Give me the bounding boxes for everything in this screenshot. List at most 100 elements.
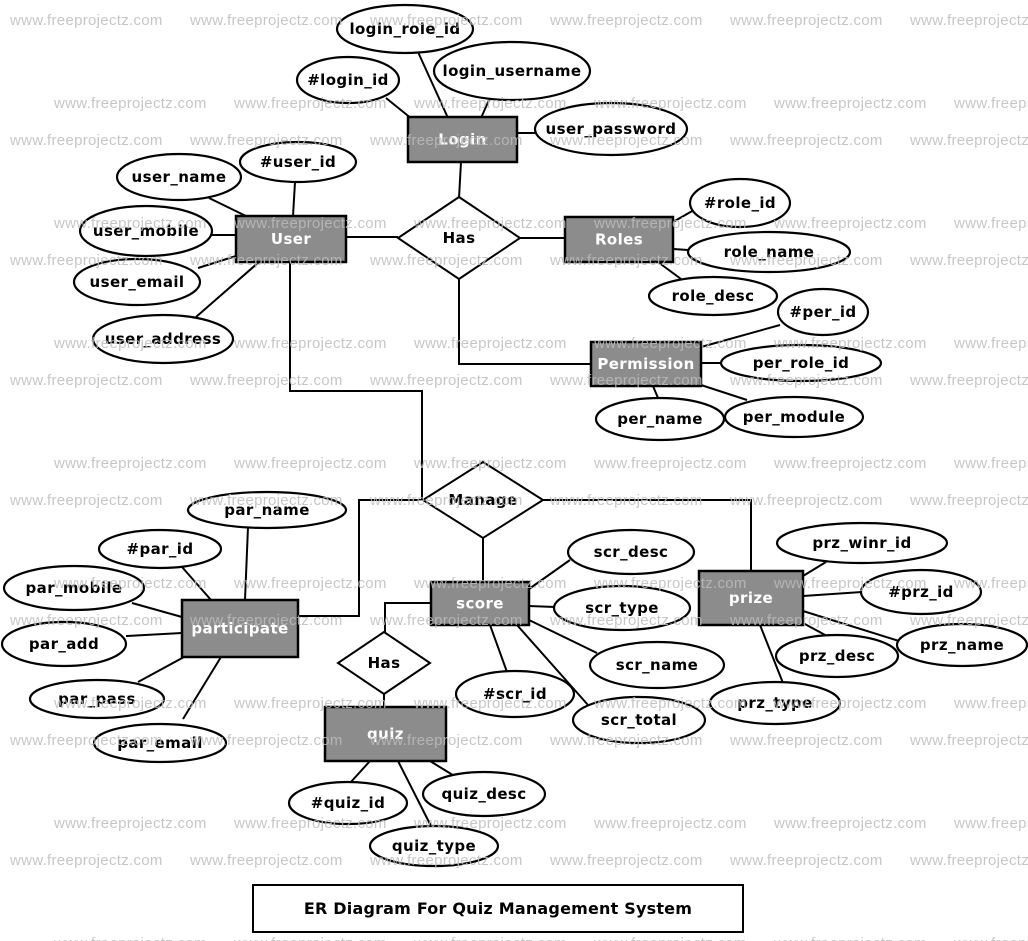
attribute-prz-desc [774, 633, 900, 679]
attribute-label-per-name: per_name [617, 410, 703, 428]
entity-prize [697, 569, 805, 627]
attribute-quiz-desc [421, 770, 547, 818]
attribute-prz-name [895, 622, 1028, 668]
attribute-label-role-desc: role_desc [672, 287, 755, 305]
connector-login-has-1 [458, 161, 462, 199]
attribute-login-role-id [335, 3, 475, 55]
connector-score-scr-total [516, 624, 589, 706]
connector-score-scr-id [489, 624, 508, 673]
attribute-user-email [72, 257, 202, 307]
connector-score-scr-name [528, 619, 598, 654]
attribute-label-par-mobile: par_mobile [26, 579, 123, 597]
attribute-label-scr-type: scr_type [585, 599, 659, 617]
connector-user-email-user [197, 255, 237, 269]
entity-roles [563, 215, 675, 264]
attribute-label-scr-desc: scr_desc [594, 543, 669, 561]
attribute-label-par-add: par_add [29, 635, 99, 653]
entity-label-quiz: quiz [367, 725, 404, 743]
attribute-label-prz-id: #prz_id [888, 583, 954, 601]
attribute-label-user-id: #user_id [260, 153, 336, 171]
relationship-has-2 [336, 630, 432, 696]
attribute-login-username [432, 40, 592, 102]
connector-par-mobile-participate [131, 602, 183, 618]
entity-label-roles: Roles [595, 231, 643, 249]
attribute-per-name [594, 396, 726, 442]
attribute-par-add [0, 620, 128, 668]
connector-roles-role-desc [657, 261, 682, 280]
connector-permission-per-id [700, 324, 781, 348]
attribute-scr-total [571, 695, 707, 745]
entity-score [429, 580, 531, 627]
attribute-scr-type [552, 584, 692, 632]
attribute-label-prz-name: prz_name [920, 636, 1004, 654]
attribute-label-user-password: user_password [546, 120, 677, 138]
entity-permission [589, 340, 703, 388]
attribute-login-id [295, 55, 401, 105]
attribute-role-desc [647, 275, 779, 317]
connector-par-name-participate [244, 526, 249, 601]
connector-roles-role-id [672, 209, 695, 223]
entity-label-login: Login [438, 131, 486, 149]
attribute-role-id [688, 177, 792, 229]
connector-permission-per-module [700, 384, 748, 401]
attribute-quiz-type [368, 824, 500, 868]
attribute-label-par-email: par_email [117, 734, 203, 752]
connector-quiz-quiz-id [349, 760, 371, 784]
attribute-label-login-role-id: login_role_id [349, 20, 460, 38]
attribute-label-user-mobile: user_mobile [93, 222, 199, 240]
attribute-scr-id [454, 669, 576, 719]
attribute-label-per-role-id: per_role_id [753, 354, 850, 372]
attribute-label-scr-total: scr_total [601, 711, 677, 729]
connector-permission-per-name [652, 385, 659, 399]
attribute-label-scr-id: #scr_id [483, 685, 547, 703]
attribute-label-role-name: role_name [724, 243, 815, 261]
attribute-label-login-id: #login_id [307, 71, 389, 89]
diagram-title: ER Diagram For Quiz Management System [303, 899, 693, 918]
connector-user-name-user [208, 197, 249, 218]
relationship-label-has-1: Has [443, 229, 476, 247]
attribute-label-user-name: user_name [132, 168, 227, 186]
attribute-par-pass [28, 678, 166, 720]
connector-user-manage [289, 262, 423, 501]
entity-label-score: score [456, 595, 504, 613]
attribute-label-quiz-id: #quiz_id [311, 794, 385, 812]
attribute-label-quiz-desc: quiz_desc [441, 785, 526, 803]
connector-score-scr-type [528, 605, 556, 608]
connector-par-id-participate [181, 566, 212, 601]
relationship-has-1 [396, 195, 522, 281]
relationship-label-manage: Manage [448, 491, 517, 509]
attribute-label-user-email: user_email [90, 273, 185, 291]
entity-user [234, 214, 348, 264]
attribute-label-par-pass: par_pass [58, 690, 136, 708]
attribute-label-login-username: login_username [443, 62, 582, 80]
entity-label-permission: Permission [597, 355, 694, 373]
attribute-user-id [238, 140, 358, 184]
entity-participate [180, 598, 300, 659]
attribute-label-user-address: user_address [105, 330, 222, 348]
connector-quiz-quiz-type [397, 760, 432, 827]
connector-user-id-user [292, 181, 296, 217]
relationship-manage [421, 460, 545, 540]
connector-prize-prz-name [802, 610, 900, 642]
connector-login-username-login [480, 99, 490, 119]
attribute-user-password [533, 101, 689, 157]
attribute-quiz-id [287, 780, 409, 826]
connector-prize-prz-type [759, 624, 784, 684]
entity-label-participate: participate [191, 620, 288, 638]
attribute-label-quiz-type: quiz_type [392, 837, 476, 855]
attribute-label-prz-type: prz_type [737, 694, 812, 712]
diagram-title-box: ER Diagram For Quiz Management System [252, 884, 744, 933]
connector-par-add-participate [125, 632, 183, 637]
attribute-par-email [92, 722, 228, 764]
attribute-per-role-id [719, 343, 883, 383]
attribute-user-address [91, 313, 235, 365]
attribute-user-mobile [78, 204, 214, 258]
attribute-label-prz-winr-id: prz_winr_id [812, 534, 911, 552]
connector-roles-role-name [672, 248, 689, 251]
attribute-role-name [686, 230, 852, 274]
connector-score-has-2 [384, 602, 431, 633]
entity-label-prize: prize [729, 589, 773, 607]
connector-manage-prize [543, 499, 752, 571]
relationship-label-has-2: Has [368, 654, 401, 672]
